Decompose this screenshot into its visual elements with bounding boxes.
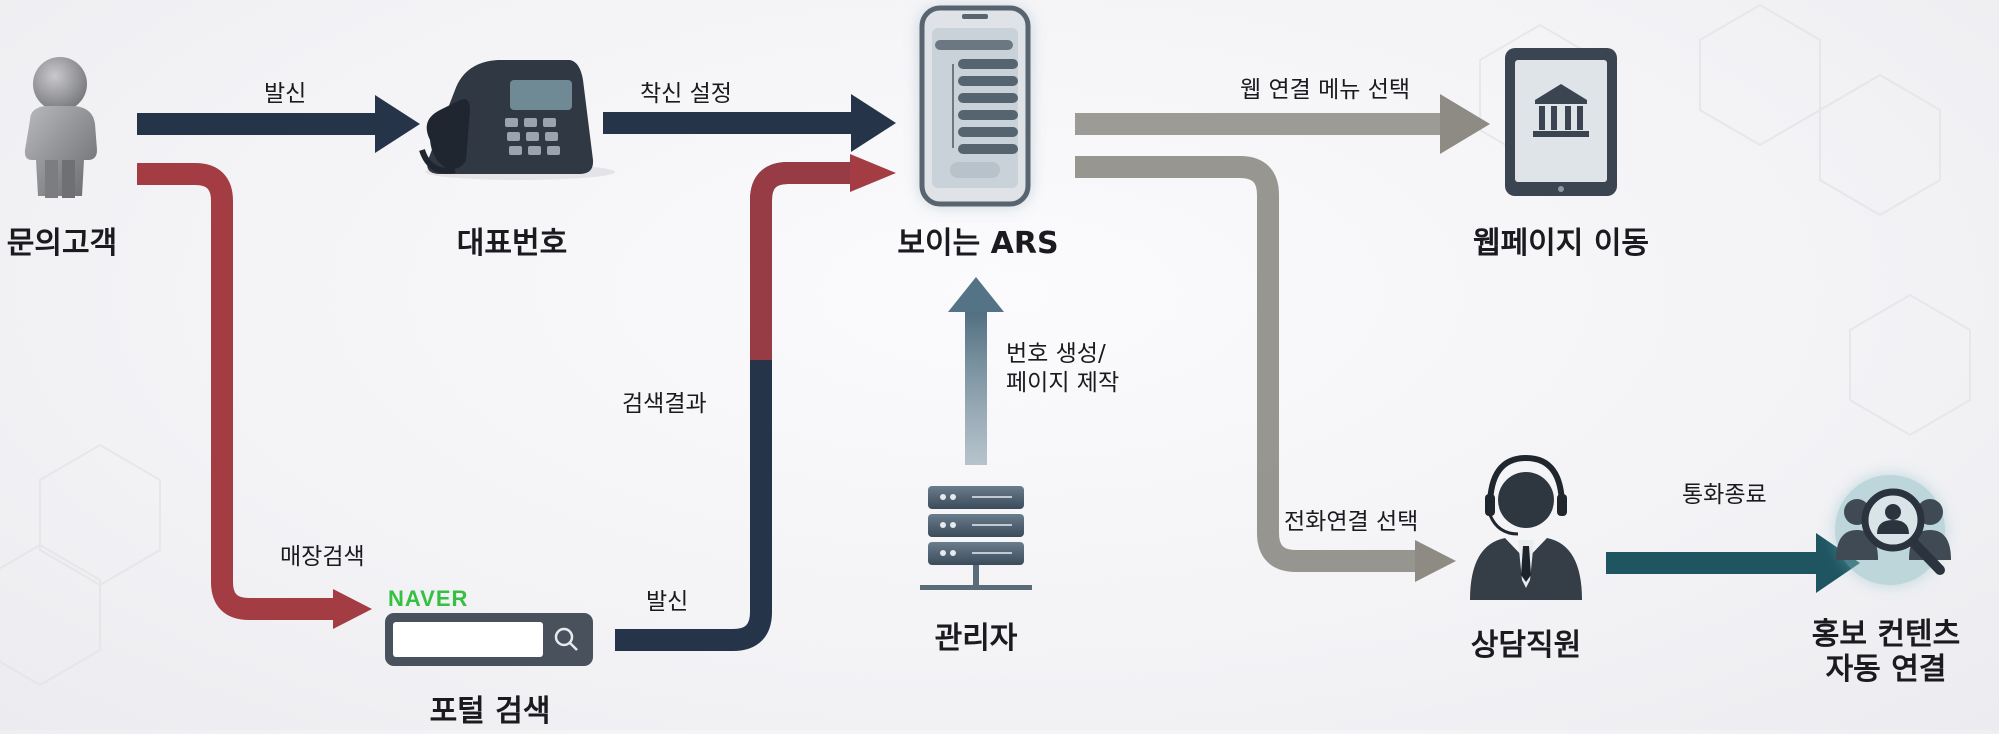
edge-label-call-end: 통화종료 (1682, 482, 1767, 508)
edge-label-call-out-2: 발신 (646, 589, 689, 615)
node-label-visible-ars: 보이는 ARS (897, 226, 1059, 261)
edge-label-number-page: 번호 생성/ 페이지 제작 (1006, 341, 1120, 396)
desk-phone-icon (419, 60, 615, 180)
node-label-customer: 문의고객 (6, 226, 118, 261)
arrow-counselor-to-promo (1606, 533, 1860, 593)
arrow-ars-to-counselor (1075, 156, 1456, 582)
edge-label-call-connect: 전화연결 선택 (1284, 509, 1419, 535)
edge-label-incoming-setup: 착신 설정 (640, 81, 732, 107)
node-label-admin: 관리자 (934, 621, 1018, 656)
arrow-customer-to-portal (137, 163, 372, 629)
edge-label-web-link-menu: 웹 연결 메뉴 선택 (1240, 77, 1411, 103)
group-search-icon (1835, 475, 1951, 585)
server-icon (920, 486, 1032, 590)
tablet-bank-icon (1505, 48, 1617, 196)
node-label-counselor: 상담직원 (1470, 628, 1582, 663)
person-icon (24, 57, 98, 198)
node-label-promo: 홍보 컨텐츠 자동 연결 (1811, 617, 1961, 688)
edge-label-search-result: 검색결과 (622, 391, 707, 417)
edge-label-call-out-1: 발신 (264, 81, 307, 107)
headset-agent-icon (1470, 454, 1582, 600)
arrow-ars-to-webpage (1075, 94, 1490, 154)
node-label-webpage: 웹페이지 이동 (1472, 226, 1650, 261)
arrow-main-number-to-ars (603, 94, 896, 152)
node-label-portal-search: 포털 검색 (429, 694, 551, 729)
arrow-customer-to-main-number (137, 95, 420, 153)
naver-logo: NAVER (388, 586, 469, 611)
node-label-main-number: 대표번호 (456, 226, 568, 261)
arrow-admin-to-ars (948, 277, 1004, 465)
edge-label-store-search: 매장검색 (280, 544, 365, 570)
search-bar-icon (385, 613, 593, 666)
smartphone-icon (919, 5, 1031, 207)
arrow-portal-to-ars (615, 154, 896, 651)
